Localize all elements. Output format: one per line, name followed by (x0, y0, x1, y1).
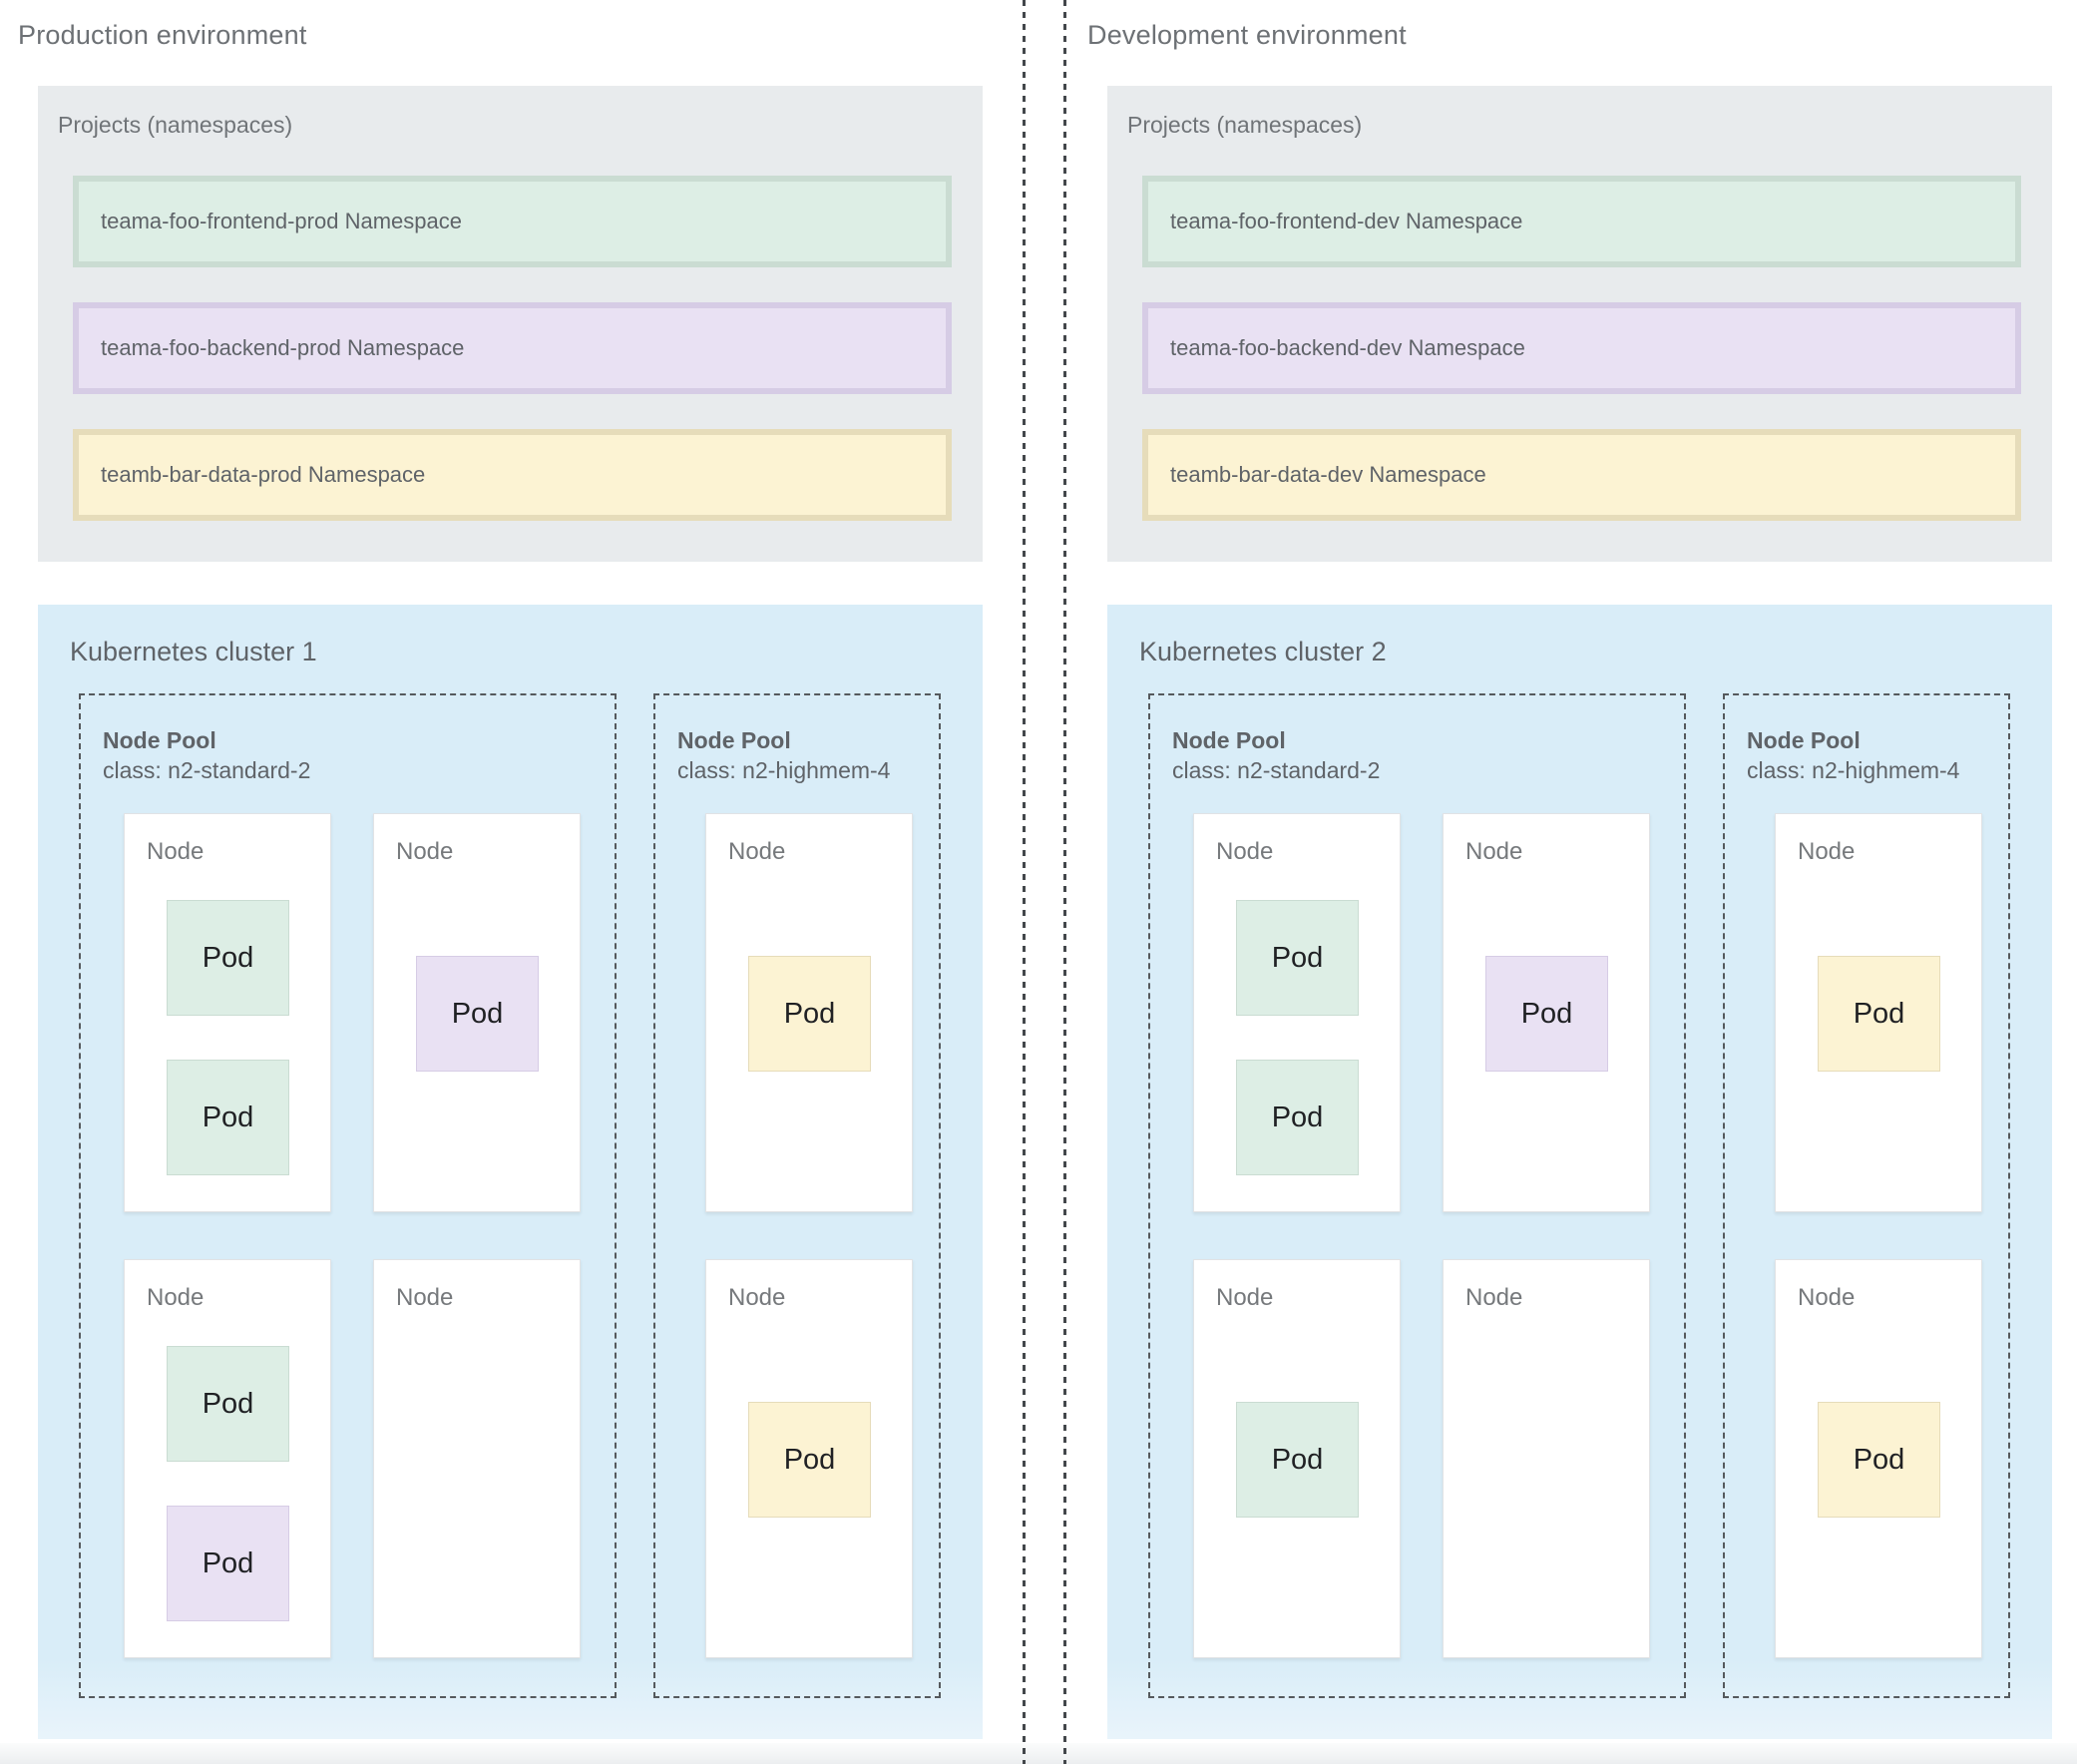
namespace-label: teamb-bar-data-dev Namespace (1170, 462, 1486, 487)
pod-label: Pod (451, 997, 504, 1030)
environment-title: Production environment (18, 20, 307, 50)
node-pool-class: class: n2-highmem-4 (1747, 757, 1960, 783)
node-label: Node (147, 838, 205, 865)
namespace-label: teamb-bar-data-prod Namespace (101, 462, 426, 487)
node-label: Node (396, 838, 454, 865)
node-pool-class: class: n2-highmem-4 (677, 757, 891, 783)
node-label: Node (728, 1284, 786, 1311)
pod-box: Pod (167, 1506, 289, 1621)
pod-label: Pod (1853, 1443, 1905, 1476)
cluster-box: Kubernetes cluster 2 Node Pool class: n2-s… (1107, 605, 2052, 1739)
pod-box: Pod (167, 1346, 289, 1462)
environment-title: Development environment (1087, 20, 1407, 50)
namespace-label: teama-foo-backend-dev Namespace (1170, 335, 1525, 360)
pod-box: Pod (167, 1060, 289, 1175)
node-pool-title: Node Pool (1172, 727, 1286, 753)
node-label: Node (1465, 838, 1523, 865)
projects-box: Projects (namespaces) teama-foo-frontend-… (38, 86, 983, 562)
node-label: Node (1216, 1284, 1274, 1311)
node-pool-title: Node Pool (677, 727, 791, 753)
pod-label: Pod (1271, 1101, 1324, 1133)
node-box: Node (1443, 1259, 1650, 1658)
pod-label: Pod (783, 997, 836, 1030)
node-box: Node (373, 1259, 581, 1658)
node-pool-header: Node Pool class: n2-highmem-4 (677, 725, 890, 785)
pod-label: Pod (202, 1101, 254, 1133)
node-label: Node (1798, 1284, 1856, 1311)
pod-box: Pod (748, 956, 871, 1072)
pod-label: Pod (202, 1387, 254, 1420)
node-label: Node (147, 1284, 205, 1311)
node-pool-header: Node Pool class: n2-standard-2 (1172, 725, 1380, 785)
pod-label: Pod (202, 941, 254, 974)
cluster-title: Kubernetes cluster 2 (1139, 637, 1387, 666)
node-label: Node (728, 838, 786, 865)
pod-box: Pod (1485, 956, 1608, 1072)
node-label: Node (1798, 838, 1856, 865)
node-pool-class: class: n2-standard-2 (1172, 757, 1381, 783)
bottom-strip (0, 1743, 2077, 1764)
namespace-label: teama-foo-frontend-prod Namespace (101, 209, 462, 233)
namespace-row: teamb-bar-data-dev Namespace (1142, 429, 2021, 521)
divider-line-right (1063, 0, 1066, 1764)
pod-label: Pod (783, 1443, 836, 1476)
divider-line-left (1023, 0, 1026, 1764)
cluster-title: Kubernetes cluster 1 (70, 637, 317, 666)
node-pool-header: Node Pool class: n2-standard-2 (103, 725, 310, 785)
namespace-row: teama-foo-backend-dev Namespace (1142, 302, 2021, 394)
projects-title: Projects (namespaces) (58, 112, 293, 138)
pod-box: Pod (167, 900, 289, 1016)
pod-box: Pod (1818, 956, 1940, 1072)
namespace-row: teama-foo-frontend-dev Namespace (1142, 176, 2021, 267)
node-label: Node (1465, 1284, 1523, 1311)
node-label: Node (1216, 838, 1274, 865)
pod-label: Pod (1271, 1443, 1324, 1476)
node-pool-title: Node Pool (1747, 727, 1861, 753)
node-pool-title: Node Pool (103, 727, 216, 753)
node-label: Node (396, 1284, 454, 1311)
pod-box: Pod (416, 956, 539, 1072)
namespace-label: teama-foo-frontend-dev Namespace (1170, 209, 1523, 233)
node-pool-class: class: n2-standard-2 (103, 757, 311, 783)
pod-label: Pod (1853, 997, 1905, 1030)
pod-box: Pod (1818, 1402, 1940, 1518)
pod-label: Pod (202, 1546, 254, 1579)
projects-title: Projects (namespaces) (1127, 112, 1363, 138)
pod-box: Pod (1236, 1060, 1359, 1175)
pod-box: Pod (748, 1402, 871, 1518)
namespace-row: teama-foo-frontend-prod Namespace (73, 176, 952, 267)
node-pool-header: Node Pool class: n2-highmem-4 (1747, 725, 1959, 785)
pod-label: Pod (1271, 941, 1324, 974)
pod-label: Pod (1520, 997, 1573, 1030)
pod-box: Pod (1236, 900, 1359, 1016)
namespace-row: teama-foo-backend-prod Namespace (73, 302, 952, 394)
namespace-label: teama-foo-backend-prod Namespace (101, 335, 465, 360)
projects-box: Projects (namespaces) teama-foo-frontend-… (1107, 86, 2052, 562)
cluster-box: Kubernetes cluster 1 Node Pool class: n2-s… (38, 605, 983, 1739)
namespace-row: teamb-bar-data-prod Namespace (73, 429, 952, 521)
pod-box: Pod (1236, 1402, 1359, 1518)
